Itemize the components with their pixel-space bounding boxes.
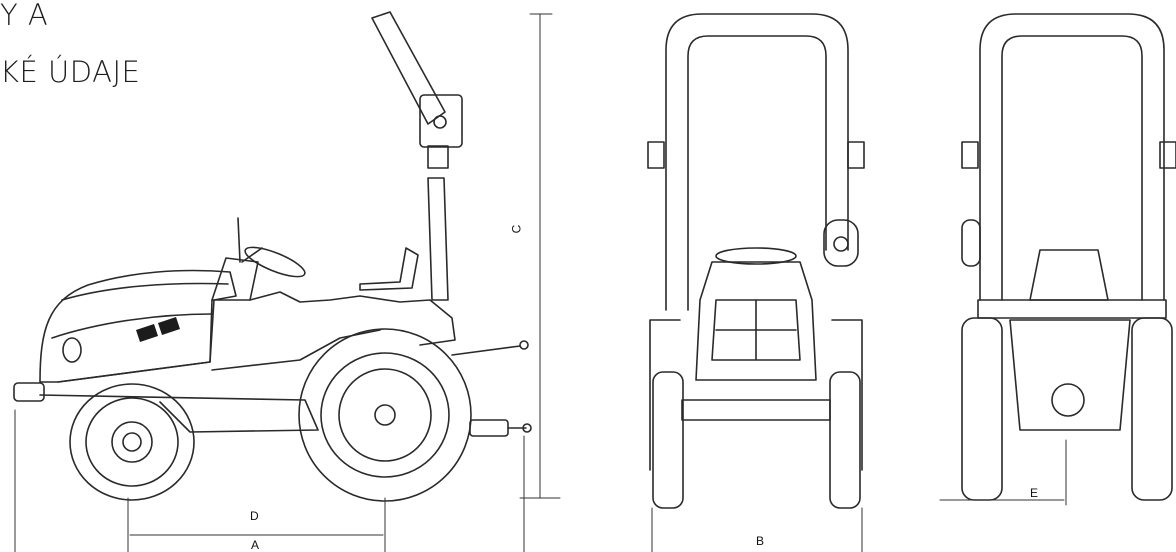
footstep — [211, 329, 381, 371]
rops-lower-post — [427, 177, 449, 301]
front-fender-left — [649, 319, 681, 471]
rear-mirror-left — [961, 141, 979, 169]
rops-latch — [427, 145, 449, 169]
hood — [39, 269, 237, 383]
top-link-pin — [519, 340, 529, 350]
front-mirror-dot — [833, 236, 849, 252]
dimension-label-e: E — [1030, 486, 1039, 500]
hood-upper-line — [61, 282, 229, 301]
front-wheel — [69, 383, 195, 501]
rear-body — [1029, 249, 1109, 301]
rear-rops-arch — [979, 13, 1165, 301]
chassis — [39, 394, 319, 433]
rear-view — [939, 13, 1176, 506]
seat — [359, 247, 419, 291]
front-grille — [711, 299, 801, 361]
headlight — [62, 337, 82, 363]
page-title-line-2: KÉ ÚDAJE — [0, 55, 141, 89]
page-title-line-1: Y A — [0, 0, 49, 32]
rear-rops-arch-inner — [1001, 35, 1143, 301]
antenna — [237, 217, 241, 263]
dimension-label-b: B — [756, 534, 765, 548]
lower-link-pin — [522, 423, 532, 433]
front-wheel-left — [652, 371, 684, 509]
top-link — [451, 345, 521, 356]
rear-pto — [1051, 383, 1085, 417]
front-fender-right — [831, 319, 863, 471]
rear-wheel-right — [1131, 317, 1173, 501]
hood-vents — [136, 317, 180, 342]
front-wheel-right — [829, 371, 861, 509]
side-dimensions — [14, 13, 561, 552]
rear-platform — [977, 299, 1167, 319]
front-side-mirror — [823, 219, 859, 267]
front-rops-arch — [665, 13, 849, 311]
pto-shield — [469, 419, 509, 437]
rops-bracket — [419, 94, 463, 148]
rear-wheel-left — [961, 317, 1003, 501]
front-drawbar — [13, 382, 45, 402]
dimension-label-c: C — [509, 224, 524, 234]
steering-wheel — [244, 246, 306, 278]
front-view — [647, 13, 865, 552]
front-hood — [695, 261, 817, 381]
dimension-label-a: A — [251, 538, 260, 552]
front-mirror-left — [647, 141, 665, 169]
steering-column — [241, 247, 263, 263]
front-axle — [681, 399, 831, 421]
hood-crease — [51, 313, 213, 339]
rops-upper-arm — [371, 11, 446, 125]
rear-dimensions — [939, 439, 1067, 506]
rear-wheel — [298, 328, 472, 502]
front-mirror-right — [847, 141, 865, 169]
front-dimensions — [651, 507, 863, 552]
rear-center-housing — [1009, 319, 1131, 431]
dashboard — [211, 257, 259, 301]
front-rops-arch-inner — [687, 35, 827, 311]
front-steering — [715, 247, 797, 265]
side-view — [13, 11, 561, 552]
dimension-label-d: D — [250, 509, 259, 523]
rear-side-mirror — [961, 219, 981, 267]
body-frame — [57, 291, 456, 383]
rear-mirror-right — [1159, 141, 1176, 169]
